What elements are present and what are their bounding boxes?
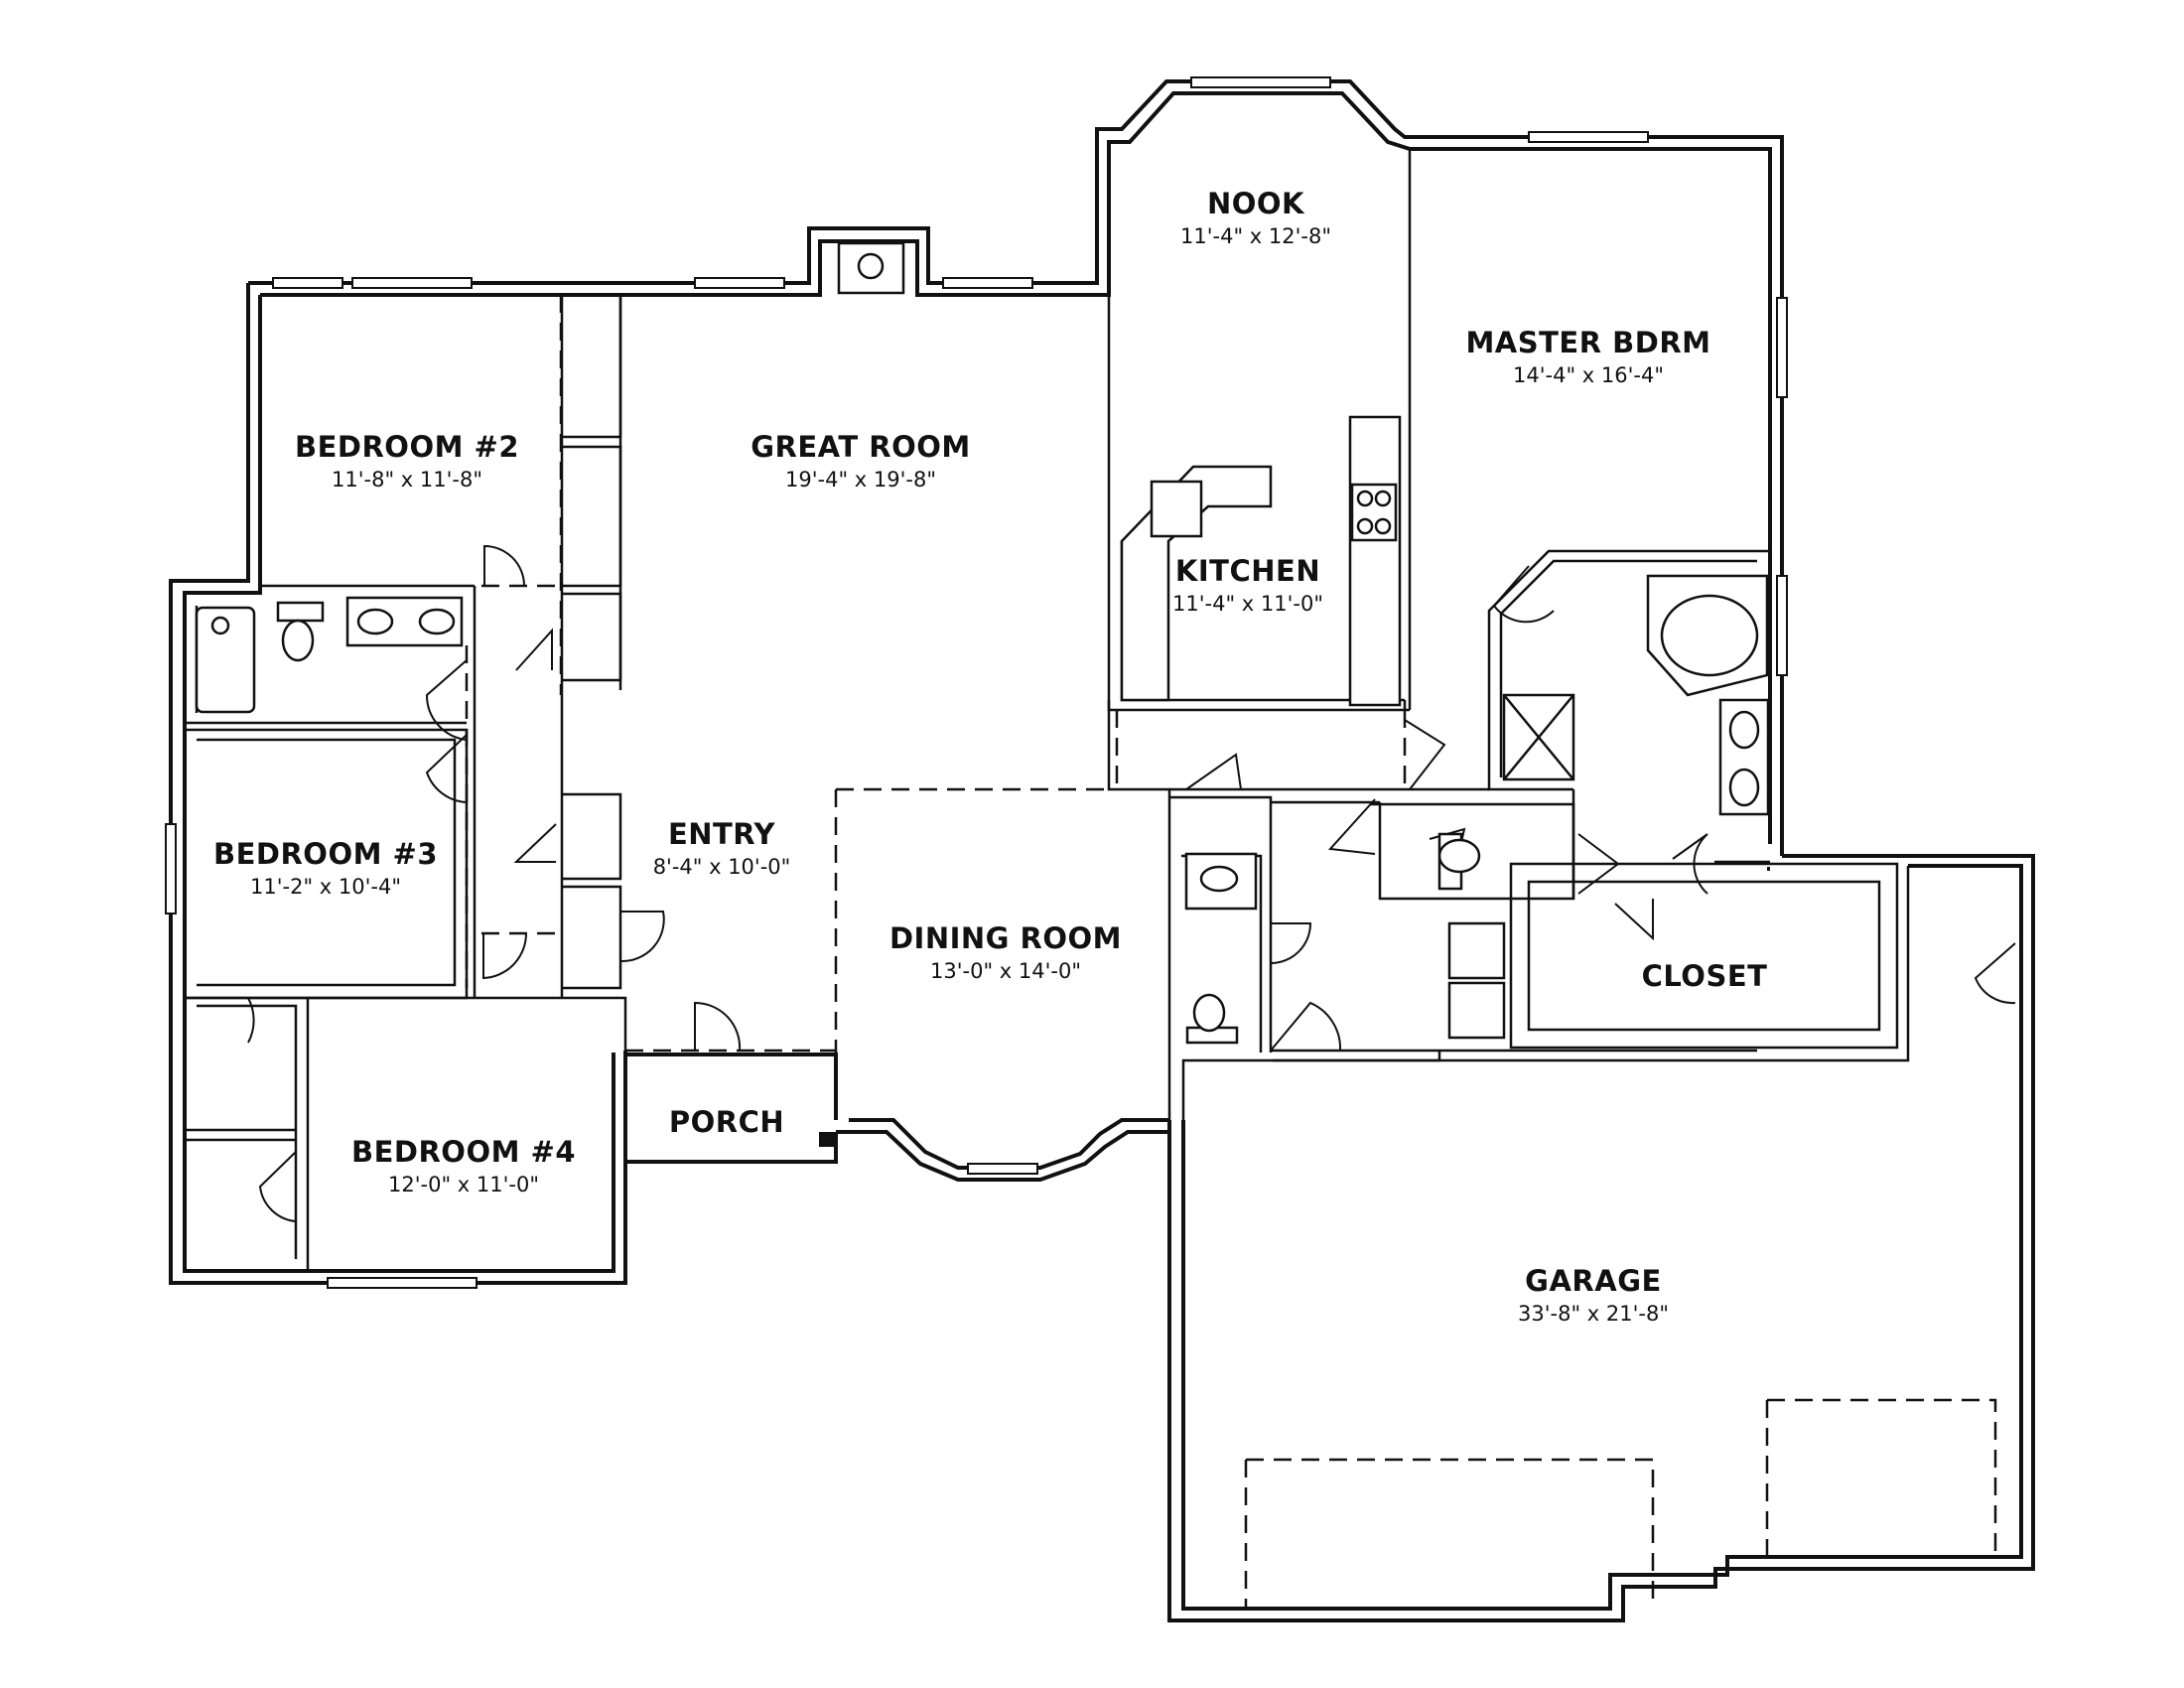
toilet xyxy=(281,619,315,662)
porch-label: PORCH xyxy=(669,1105,784,1139)
garage-label: GARAGE xyxy=(1525,1264,1662,1298)
toilet-2 xyxy=(1192,993,1226,1033)
dining-room-label: DINING ROOM xyxy=(889,921,1122,955)
door-swings xyxy=(195,544,2016,1222)
entry-label: ENTRY xyxy=(668,817,776,851)
dashed-openings xyxy=(465,295,1997,1609)
kitchen-dim: 11'-4" x 11'-0" xyxy=(1172,592,1323,616)
bedroom3-label: BEDROOM #3 xyxy=(213,837,438,871)
entry-dim: 8'-4" x 10'-0" xyxy=(653,855,791,879)
fixtures xyxy=(195,241,1770,1147)
exterior-walls xyxy=(169,79,2035,1622)
nook-dim: 11'-4" x 12'-8" xyxy=(1180,224,1331,248)
nook-label: NOOK xyxy=(1207,187,1305,220)
interior-walls xyxy=(183,149,1910,1271)
garage-dim: 33'-8" x 21'-8" xyxy=(1518,1302,1669,1326)
closet-label: CLOSET xyxy=(1642,959,1768,993)
fireplace xyxy=(837,241,905,295)
dryer xyxy=(1447,981,1506,1040)
cooktop xyxy=(1350,483,1398,542)
master-dim: 14'-4" x 16'-4" xyxy=(1513,363,1664,387)
bedroom3-dim: 11'-2" x 10'-4" xyxy=(250,875,401,899)
dining-room-dim: 13'-0" x 14'-0" xyxy=(930,959,1081,983)
bathtub xyxy=(195,606,256,714)
bedroom4-dim: 12'-0" x 11'-0" xyxy=(388,1173,539,1196)
washer xyxy=(1447,921,1506,980)
room-labels: NOOK 11'-4" x 12'-8" MASTER BDRM 14'-4" … xyxy=(213,187,1767,1326)
kitchen-label: KITCHEN xyxy=(1175,554,1320,588)
great-room-dim: 19'-4" x 19'-8" xyxy=(785,468,936,492)
bedroom2-label: BEDROOM #2 xyxy=(295,430,519,464)
master-label: MASTER BDRM xyxy=(1465,326,1710,359)
bedroom4-label: BEDROOM #4 xyxy=(351,1135,576,1169)
windows xyxy=(165,76,1788,1289)
bedroom2-dim: 11'-8" x 11'-8" xyxy=(332,468,482,492)
great-room-label: GREAT ROOM xyxy=(751,430,971,464)
kitchen-sink xyxy=(1150,480,1203,538)
